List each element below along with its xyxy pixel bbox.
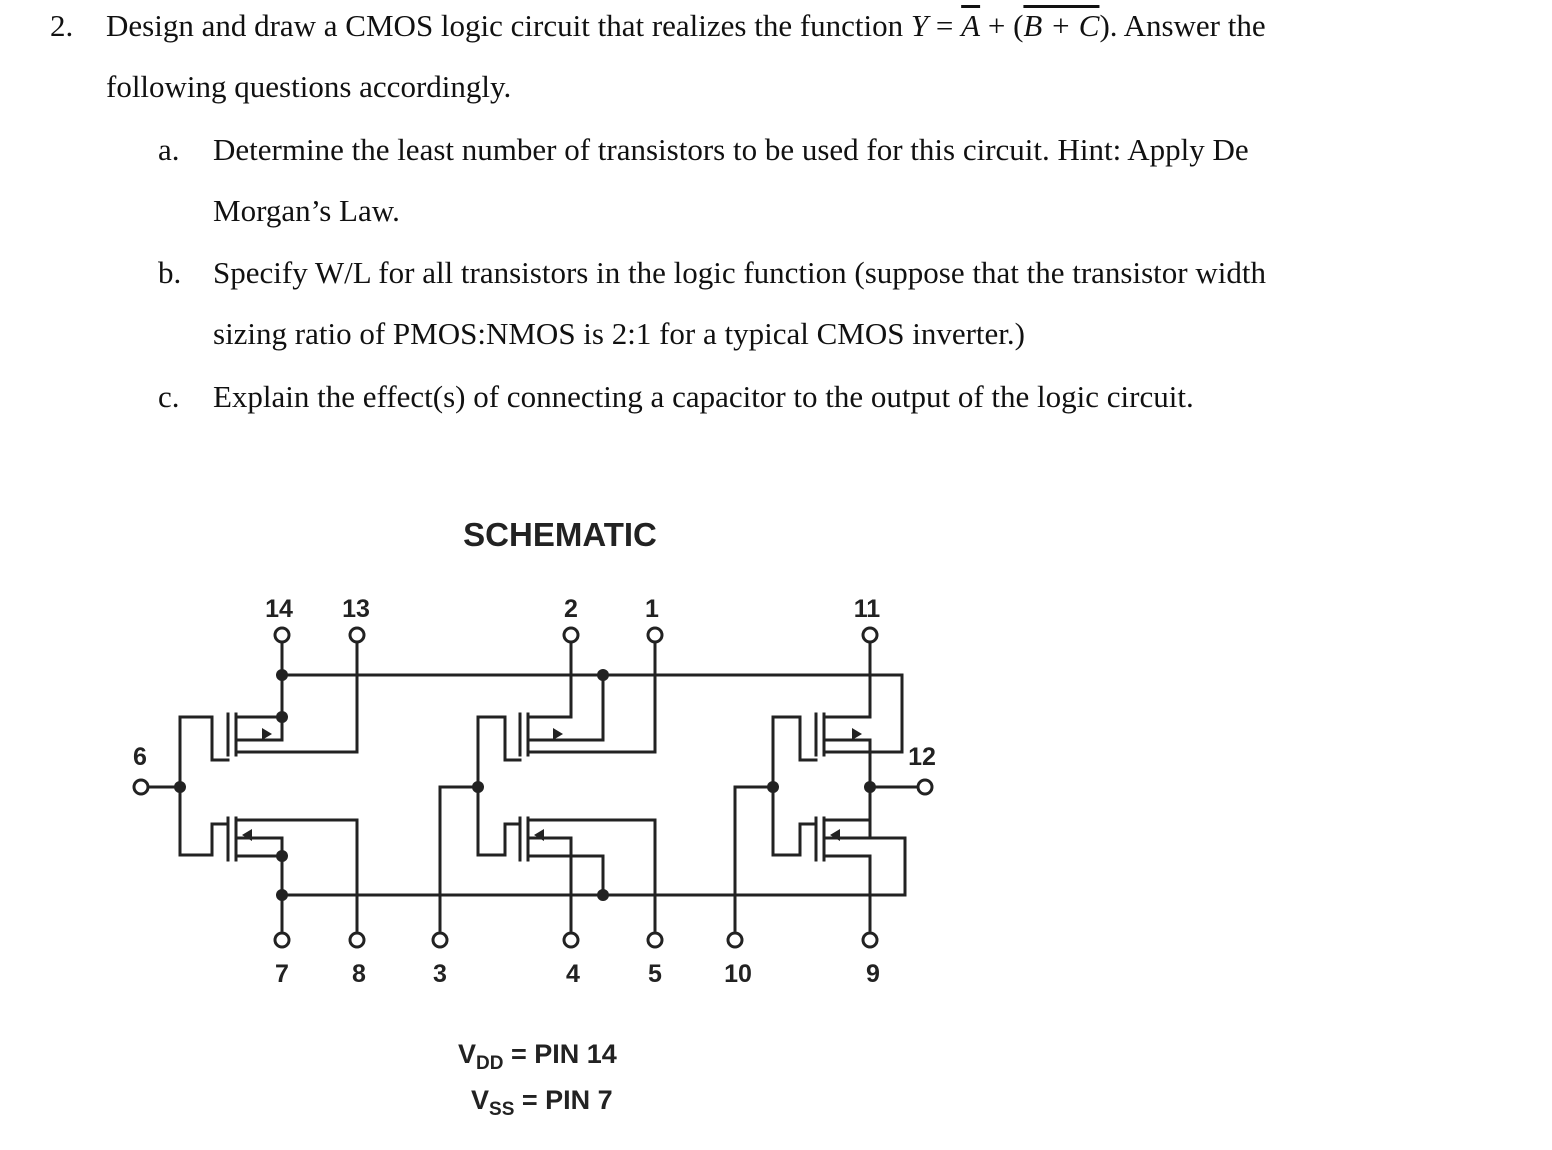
item-b-line-2: sizing ratio of PMOS:NMOS is 2:1 for a t… [213,316,1025,351]
junction-dots [174,669,876,901]
var-a-bar: A [961,8,981,43]
intro-end: . Answer the [1109,8,1266,43]
item-a-line-2: Morgan’s Law. [213,193,400,228]
pin-6-label: 6 [133,743,147,771]
question-line-2: following questions accordingly. [106,69,512,104]
pin-2-label: 2 [564,595,578,623]
paren-open: ( [1013,8,1024,43]
question-line-1: Design and draw a CMOS logic circuit tha… [106,6,1266,46]
pin-5-label: 5 [648,960,662,988]
item-c-line-1: Explain the effect(s) of connecting a ca… [213,379,1194,414]
pin-7-label: 7 [275,960,289,988]
var-y: Y [910,8,929,43]
pin-13-label: 13 [342,595,370,623]
vdd-note: VDD = PIN 14 [458,1039,617,1074]
item-a-line-1: Determine the least number of transistor… [213,132,1249,167]
pin-12-label: 12 [908,743,936,771]
supply-notes: VDD = PIN 14 VSS = PIN 7 [458,1036,617,1128]
item-a-marker: a. [158,132,180,167]
item-b-line-1: Specify W/L for all transistors in the l… [213,255,1266,290]
item-c-marker: c. [158,379,180,414]
vss-note: VSS = PIN 7 [471,1085,613,1120]
plus: + [980,8,1014,43]
pin-3-label: 3 [433,960,447,988]
equals: = [928,8,962,43]
paren-close: ) [1099,8,1110,43]
schematic-title: SCHEMATIC [463,516,657,553]
intro-text: Design and draw a CMOS logic circuit tha… [106,8,911,43]
pin-11-label: 11 [854,595,881,623]
pin-1-label: 1 [645,595,659,623]
pin-9-label: 9 [866,960,880,988]
question-number: 2. [50,8,74,43]
pin-4-label: 4 [566,960,580,988]
pin-8-label: 8 [352,960,366,988]
item-b-marker: b. [158,255,182,290]
pin-14-label: 14 [265,595,293,623]
cmos-schematic: SCHEMATIC 14 13 2 1 11 7 8 3 4 5 10 9 6 … [132,516,936,988]
pin-10-label: 10 [724,960,752,988]
var-bc-bar: B + C [1023,8,1100,43]
